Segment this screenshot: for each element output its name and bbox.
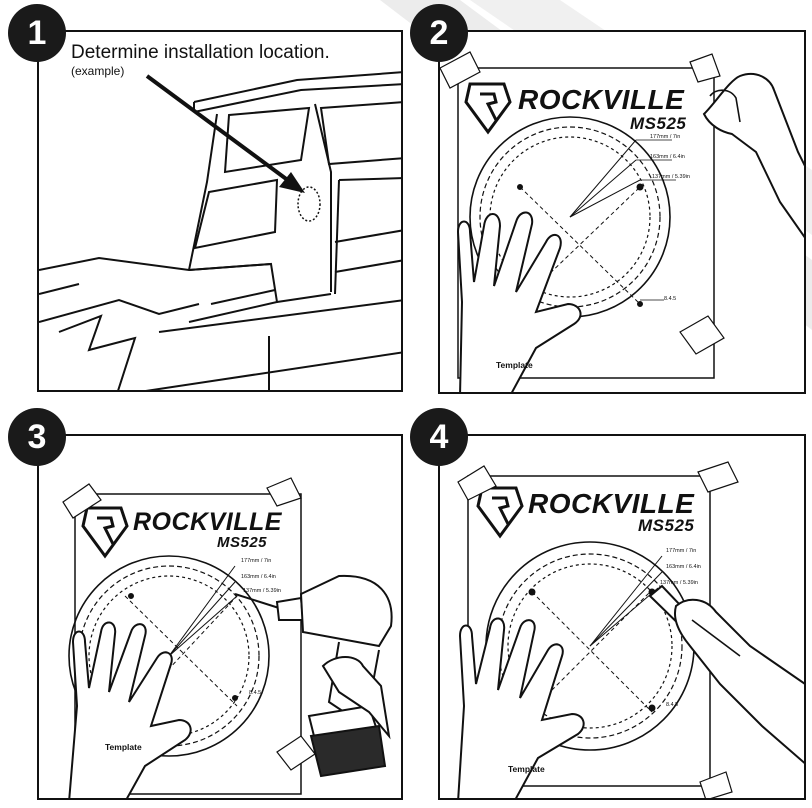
step-2-panel: ROCKVILLE MS525 177mm / 7in 163mm / 6.4i… xyxy=(438,30,806,394)
measurement-hole: 8.4.5 xyxy=(664,296,677,302)
measurement-middle: 163mm / 6.4in xyxy=(650,154,685,160)
step-1-badge: 1 xyxy=(8,4,66,62)
step-2-badge: 2 xyxy=(410,4,468,62)
brand-logo-text: ROCKVILLE xyxy=(133,508,282,536)
measurement-inner: 137mm / 5.39in xyxy=(660,580,698,586)
brand-logo-text: ROCKVILLE xyxy=(528,488,695,519)
model-text: MS525 xyxy=(217,534,268,551)
template-label: Template xyxy=(105,742,142,752)
model-text: MS525 xyxy=(630,114,687,133)
template-sheet-graphic xyxy=(440,51,804,392)
measurement-outer: 177mm / 7in xyxy=(666,548,697,554)
step-3-badge: 3 xyxy=(8,408,66,466)
measurement-inner: 137mm / 5.39in xyxy=(652,174,690,180)
measurement-inner: 137mm / 5.39in xyxy=(243,588,281,594)
template-label: Template xyxy=(508,764,545,774)
measurement-hole: 8.4.5 xyxy=(666,702,679,708)
model-text: MS525 xyxy=(638,516,695,535)
measurement-outer: 177mm / 7in xyxy=(241,558,272,564)
step-3-panel: ROCKVILLE MS525 177mm / 7in 163mm / 6.4i… xyxy=(37,434,403,800)
step-4-badge: 4 xyxy=(410,408,468,466)
brand-logo-text: ROCKVILLE xyxy=(518,84,685,115)
measurement-outer: 177mm / 7in xyxy=(650,134,681,140)
step-1-subtitle: (example) xyxy=(71,64,125,78)
step-1-title: Determine installation location. xyxy=(71,42,330,63)
template-label: Template xyxy=(496,360,533,370)
boat-illustration xyxy=(39,71,401,390)
cutting-illustration xyxy=(457,461,804,798)
measurement-middle: 163mm / 6.4in xyxy=(241,574,276,580)
step-1-panel: Determine installation location. (exampl… xyxy=(37,30,403,392)
measurement-middle: 163mm / 6.4in xyxy=(666,564,701,570)
measurement-hole: 8.4.5 xyxy=(249,690,262,696)
drill-illustration xyxy=(62,477,393,798)
step-4-panel: ROCKVILLE MS525 177mm / 7in 163mm / 6.4i… xyxy=(438,434,806,800)
